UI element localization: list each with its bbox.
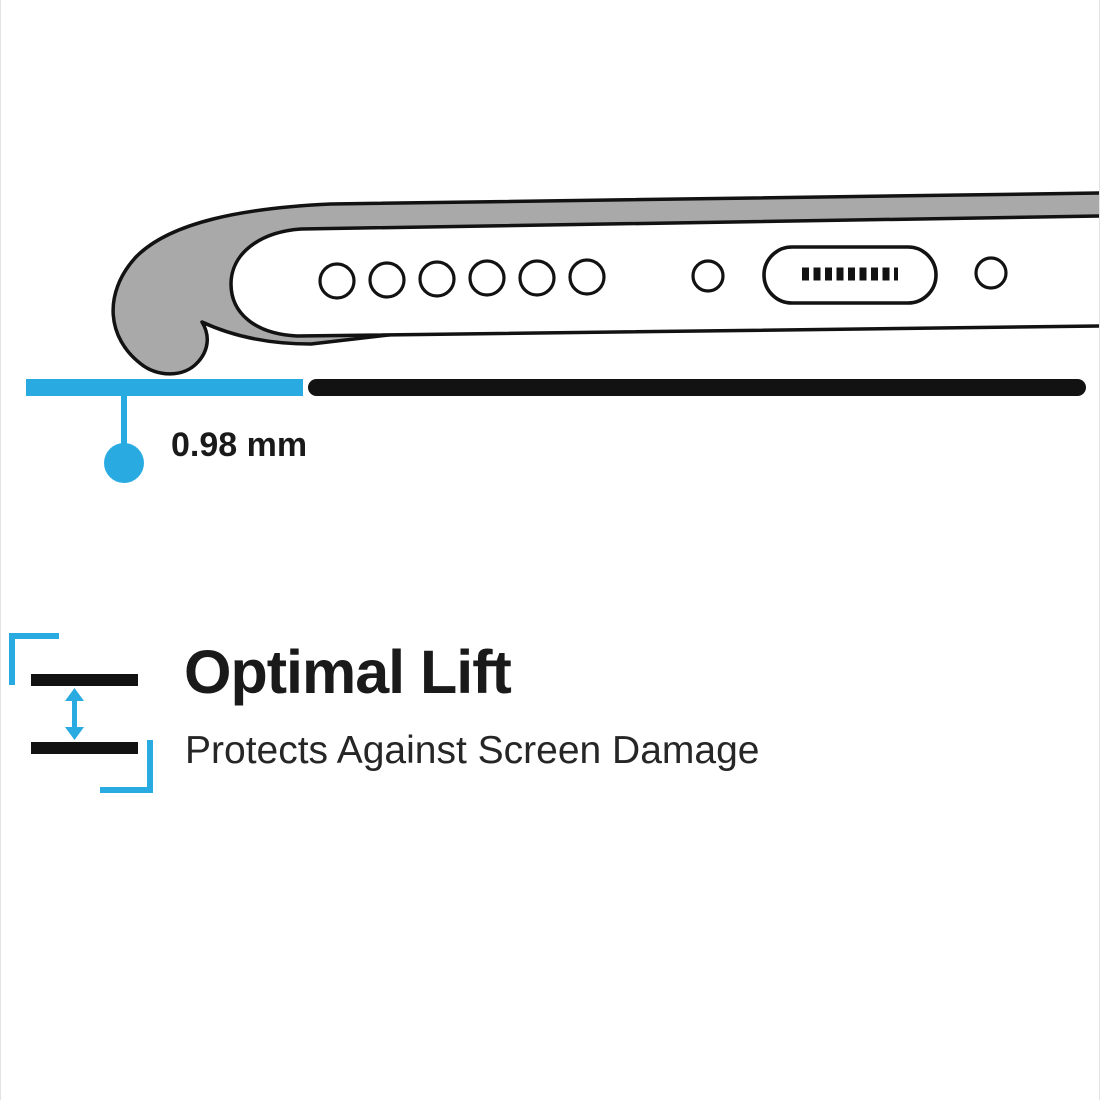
surface-bar (308, 379, 1086, 396)
screw-hole-left (691, 259, 725, 293)
corner-bracket-top-left (9, 633, 59, 685)
speaker-hole (468, 259, 506, 297)
corner-bracket-bottom-right (100, 740, 153, 793)
speaker-hole (418, 260, 456, 298)
speaker-hole (368, 261, 406, 299)
feature-subtitle: Protects Against Screen Damage (185, 729, 760, 772)
vertical-double-arrow-icon (65, 688, 84, 740)
speaker-hole (518, 259, 556, 297)
charging-port-icon (762, 245, 938, 305)
speaker-hole (568, 258, 606, 296)
measurement-value: 0.98 mm (171, 426, 308, 464)
speaker-hole (318, 262, 356, 300)
lift-top-bar (31, 674, 138, 686)
lift-bottom-bar (31, 742, 138, 754)
phone-case-illustration (26, 191, 1099, 483)
measurement-pointer (104, 394, 144, 483)
lift-gap-bar (26, 379, 303, 396)
lift-icon (9, 633, 153, 793)
screw-hole-right (974, 256, 1008, 290)
speaker-grille-holes (318, 258, 606, 300)
phone-body (229, 214, 1099, 338)
measurement-dot (104, 443, 144, 483)
feature-title: Optimal Lift (184, 638, 512, 706)
